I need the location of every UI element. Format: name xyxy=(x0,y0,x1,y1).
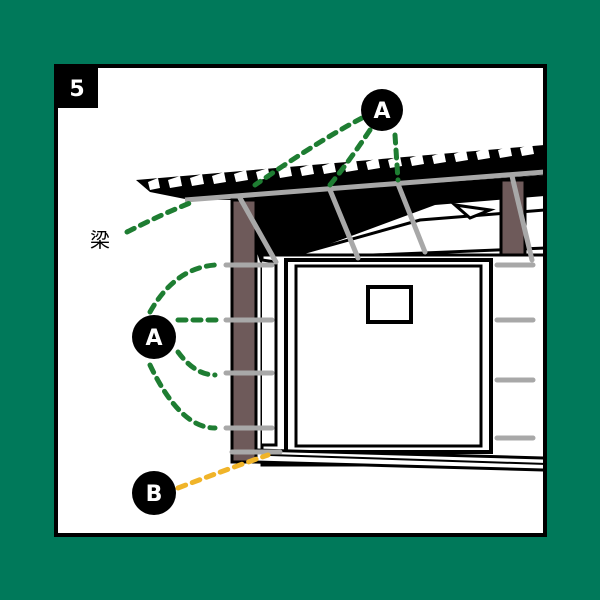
roof-slats xyxy=(148,144,534,190)
left-post-brackets xyxy=(223,262,283,455)
braces xyxy=(237,173,535,265)
callout-b: B xyxy=(132,471,176,515)
roof-underside xyxy=(190,175,543,262)
brace-1 xyxy=(237,195,279,265)
leader-beam xyxy=(124,200,193,235)
leader-a-top-3 xyxy=(392,132,401,183)
roof-notch xyxy=(450,202,496,220)
leaders-a-top xyxy=(252,115,401,188)
brace-2 xyxy=(327,187,361,261)
right-post-brackets xyxy=(494,262,536,441)
left-post xyxy=(230,198,258,464)
leader-a-top-1 xyxy=(252,115,365,188)
brace-4 xyxy=(509,173,535,263)
callout-a-top-text: A xyxy=(373,99,390,124)
roof-beam xyxy=(184,169,543,203)
callout-a-top: A xyxy=(361,89,403,131)
step-number: 5 xyxy=(69,77,84,102)
shed-drawing xyxy=(136,144,543,472)
step-badge: 5 xyxy=(56,66,98,108)
brace-3 xyxy=(395,181,428,255)
leader-a-top-2 xyxy=(327,127,373,188)
leader-a-left-1 xyxy=(147,262,218,315)
leaders-a-left xyxy=(147,262,223,431)
leader-a-left-3 xyxy=(175,349,218,378)
callout-a-left: A xyxy=(132,315,176,359)
callout-b-text: B xyxy=(146,482,163,507)
leader-a-left-4 xyxy=(147,362,218,431)
leader-b xyxy=(175,452,271,491)
beam-label: 梁 xyxy=(90,228,110,252)
callout-a-left-text: A xyxy=(145,326,162,351)
left-jamb xyxy=(261,258,278,447)
door-window xyxy=(366,285,413,324)
